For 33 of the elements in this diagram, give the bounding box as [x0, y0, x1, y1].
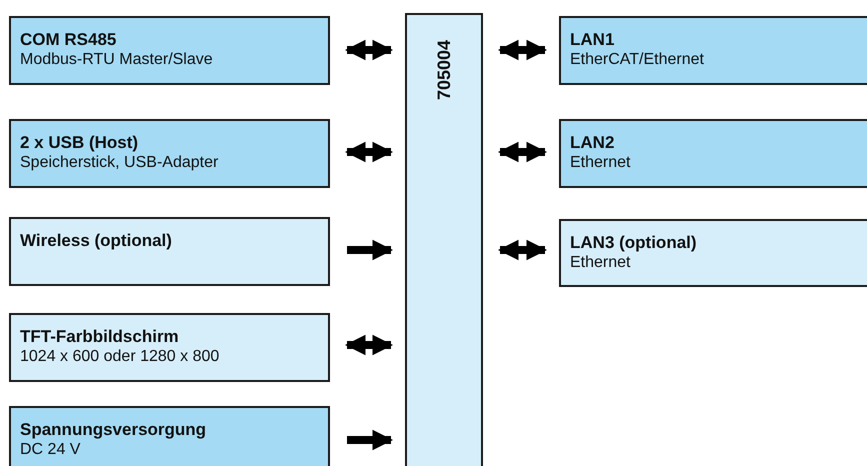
box-heading: 705004: [434, 40, 454, 100]
double-arrow: [498, 40, 548, 60]
box-heading: LAN2: [570, 133, 616, 153]
box-description: Ethernet: [570, 253, 632, 273]
box-heading: LAN1: [570, 30, 616, 50]
box-heading: LAN3 (optional): [570, 233, 698, 253]
interface-box: [559, 119, 867, 188]
box-description: 1024 x 600 oder 1280 x 800: [20, 347, 220, 367]
double-arrow: [344, 334, 394, 356]
box-description: EtherCAT/Ethernet: [570, 50, 705, 70]
interface-box: [559, 16, 867, 85]
double-arrow: [344, 40, 394, 60]
device-bar: [405, 13, 483, 466]
arrow: [347, 430, 394, 450]
arrow: [347, 240, 394, 260]
box-description: Ethernet: [570, 153, 632, 173]
interface-box: [559, 219, 867, 287]
double-arrow: [344, 142, 394, 162]
box-description: Modbus-RTU Master/Slave: [20, 50, 214, 70]
box-description: Speicherstick, USB-Adapter: [20, 153, 220, 173]
interface-box: [9, 217, 330, 286]
box-description: DC 24 V: [20, 440, 82, 460]
box-heading: TFT-Farbbildschirm: [20, 327, 180, 347]
interface-box: [9, 119, 330, 188]
double-arrow: [498, 240, 548, 260]
box-heading: COM RS485: [20, 30, 118, 50]
box-heading: Spannungsversorgung: [20, 420, 208, 440]
interface-box: [9, 406, 330, 466]
interface-box: [9, 313, 330, 382]
double-arrow: [498, 142, 548, 162]
box-heading: Wireless (optional): [20, 231, 173, 251]
box-heading: 2 x USB (Host): [20, 133, 140, 153]
interface-box: [9, 16, 330, 85]
